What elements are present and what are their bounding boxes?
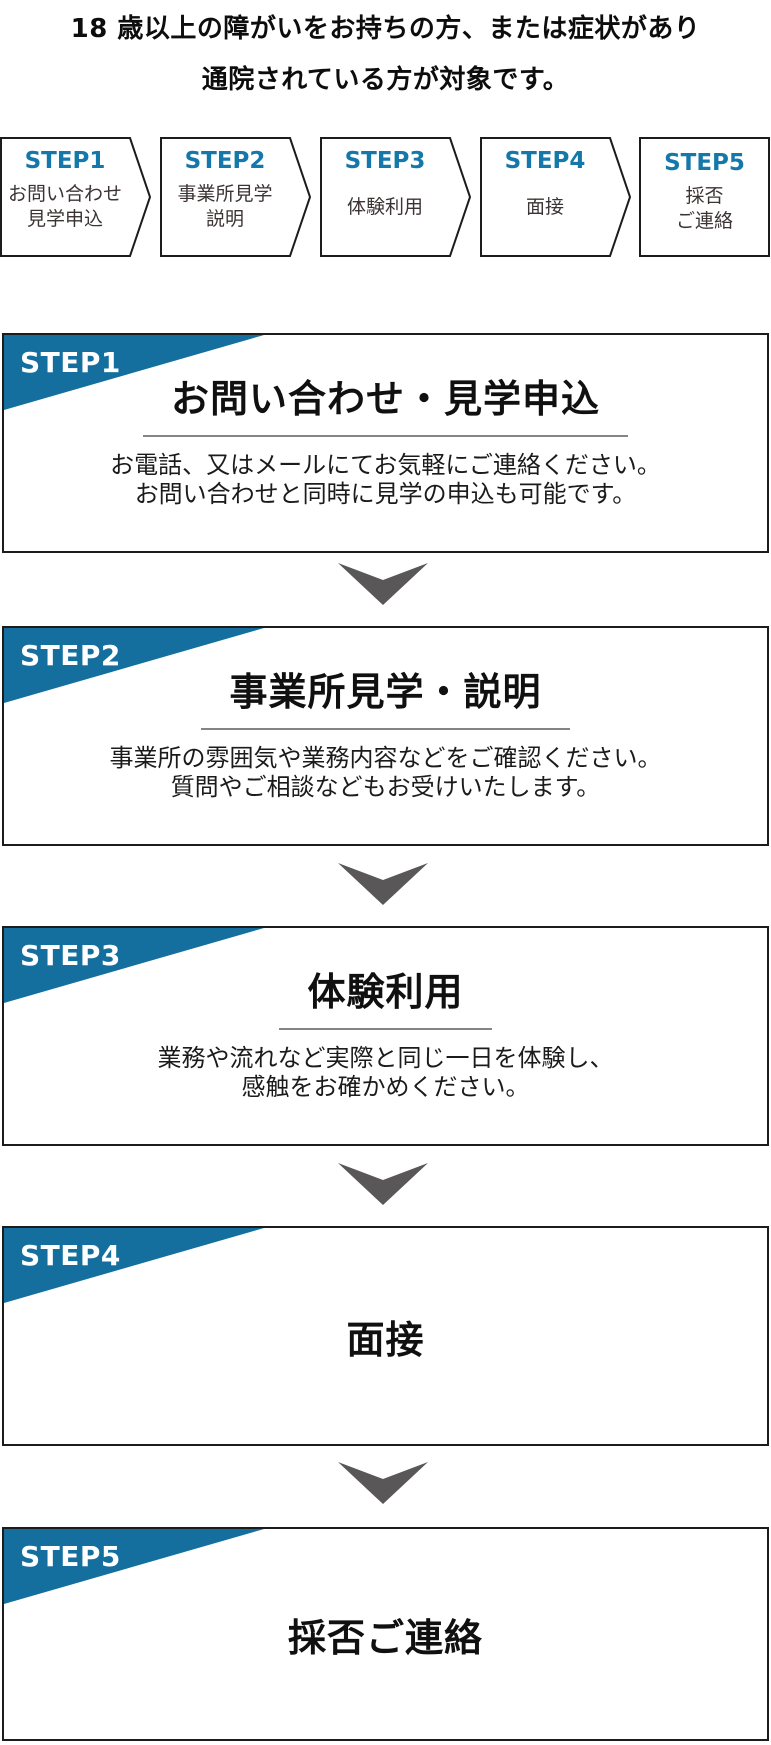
flow-step-title: 事業所見学 [177,183,273,205]
card-description-line: 業務や流れなど実際と同じ一日を体験し、 [157,1044,614,1072]
flow-step-number: STEP3 [344,148,426,174]
card-title: 面接 [346,1317,425,1362]
chevron-right-box-shape [480,137,632,257]
down-arrow-icon [338,563,428,605]
chevron-right-box-shape [320,137,472,257]
flow-step-title: 面接 [525,195,564,218]
step-card-3: STEP3 体験利用 業務や流れなど実際と同じ一日を体験し、 感触をお確かめくだ… [2,926,769,1146]
flow-step-2: STEP2 事業所見学 説明 [160,137,312,257]
flow-step-title: 見学申込 [26,208,103,230]
card-description-line: お問い合わせと同時に見学の申込も可能です。 [134,480,637,508]
eligibility-note-line2: 通院されている方が対象です。 [201,65,570,95]
step-ribbon-shape [4,1529,264,1604]
flow-step-title: 採否 [685,185,724,207]
step-card-1: STEP1 お問い合わせ・見学申込 お電話、又はメールにてお気軽にご連絡ください… [2,333,769,553]
ribbon-step-label: STEP3 [20,939,121,972]
ribbon-step-label: STEP2 [20,639,121,672]
down-arrow-icon [338,1462,428,1504]
chevron-right-box-shape [0,137,152,257]
step-card-5: STEP5 採否ご連絡 [2,1527,769,1741]
flow-step-title: 体験利用 [346,195,423,218]
card-description-line: 感触をお確かめください。 [241,1073,530,1101]
steps-flow: STEP1 お問い合わせ 見学申込 STEP2 事業所見学 説明 STEP3 体… [0,137,771,257]
ribbon-step-label: STEP1 [20,346,121,379]
card-description-line: お電話、又はメールにてお気軽にご連絡ください。 [110,451,661,479]
ribbon-step-label: STEP4 [20,1239,121,1272]
flow-step-title: ご連絡 [675,210,733,232]
flow-step-1: STEP1 お問い合わせ 見学申込 [0,137,152,257]
step-ribbon-shape [4,928,264,1003]
card-description: 業務や流れなど実際と同じ一日を体験し、 感触をお確かめください。 [4,1044,767,1102]
flow-step-4: STEP4 面接 [480,137,632,257]
flow-step-number: STEP5 [664,150,745,176]
step-ribbon-shape [4,628,264,703]
card-title: 事業所見学・説明 [201,670,570,730]
chevron-right-box-shape [160,137,312,257]
flow-step-title: お問い合わせ [7,183,122,205]
step-card-2: STEP2 事業所見学・説明 事業所の雰囲気や業務内容などをご確認ください。 質… [2,626,769,846]
card-description: お電話、又はメールにてお気軽にご連絡ください。 お問い合わせと同時に見学の申込も… [4,451,767,509]
flow-step-number: STEP2 [184,148,266,174]
step-card-4: STEP4 面接 [2,1226,769,1446]
card-title: 体験利用 [279,970,492,1030]
flow-step-title: 説明 [205,208,244,230]
card-title: お問い合わせ・見学申込 [142,377,628,437]
flow-step-number: STEP1 [24,148,106,174]
step-ribbon-shape [4,335,264,410]
flow-step-number: STEP4 [504,148,586,174]
ribbon-step-label: STEP5 [20,1540,121,1573]
step-ribbon-shape [4,1228,264,1303]
flow-step-5: STEP5 採否 ご連絡 [639,137,770,257]
eligibility-note: 18 歳以上の障がいをお持ちの方、または症状があり 通院されている方が対象です。 [0,4,771,106]
flow-step-3: STEP3 体験利用 [320,137,472,257]
eligibility-note-line1: 18 歳以上の障がいをお持ちの方、または症状があり [70,14,701,44]
down-arrow-icon [338,1163,428,1205]
card-description: 事業所の雰囲気や業務内容などをご確認ください。 質問やご相談などもお受けいたしま… [4,744,767,802]
card-description-line: 質問やご相談などもお受けいたします。 [170,773,601,801]
card-description-line: 事業所の雰囲気や業務内容などをご確認ください。 [109,744,662,772]
down-arrow-icon [338,863,428,905]
card-title: 採否ご連絡 [287,1615,483,1660]
